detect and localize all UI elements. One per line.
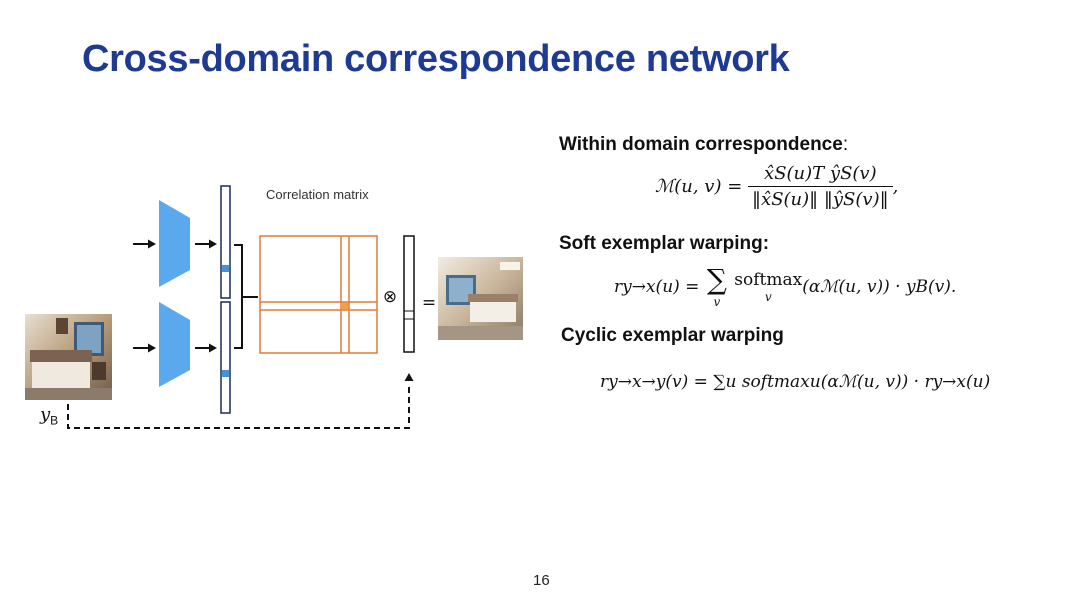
feature-vector-bottom	[220, 301, 231, 414]
within-equation: ℳ(u, v) = x̂S(u)T ŷS(v) ‖x̂S(u)‖ ‖ŷS(v)‖…	[655, 163, 899, 210]
slide-title: Cross-domain correspondence network	[82, 38, 790, 80]
page-number: 16	[533, 572, 550, 589]
equals-symbol: =	[422, 293, 436, 313]
arrow-to-feature-bottom	[195, 343, 217, 353]
warped-vector	[403, 235, 415, 353]
encoder-bottom	[159, 302, 190, 387]
arrow-to-feature-top	[195, 239, 217, 249]
encoder-top	[159, 200, 190, 287]
correlation-matrix	[259, 235, 378, 354]
arrow-to-encoder-top	[133, 239, 156, 249]
within-heading: Within domain correspondence:	[559, 134, 849, 155]
matrix-highlight-cell	[342, 302, 349, 310]
output-image	[438, 257, 523, 340]
cyclic-equation: ry→x→y(v) = ∑u softmaxu(αℳ(u, v)) · ry→x…	[600, 372, 991, 392]
otimes-symbol: ⊗	[383, 287, 397, 307]
input-image	[25, 314, 112, 400]
feature-vector-top	[220, 185, 231, 299]
dashed-arrowhead	[404, 373, 414, 381]
cyclic-heading: Cyclic exemplar warping	[561, 325, 784, 346]
dashed-feedback-path	[67, 384, 410, 429]
arrow-to-encoder-bottom	[133, 343, 156, 353]
soft-heading: Soft exemplar warping:	[559, 233, 770, 254]
input-label: yB	[40, 404, 59, 428]
merge-bracket	[234, 244, 258, 349]
correlation-matrix-label: Correlation matrix	[266, 187, 369, 202]
